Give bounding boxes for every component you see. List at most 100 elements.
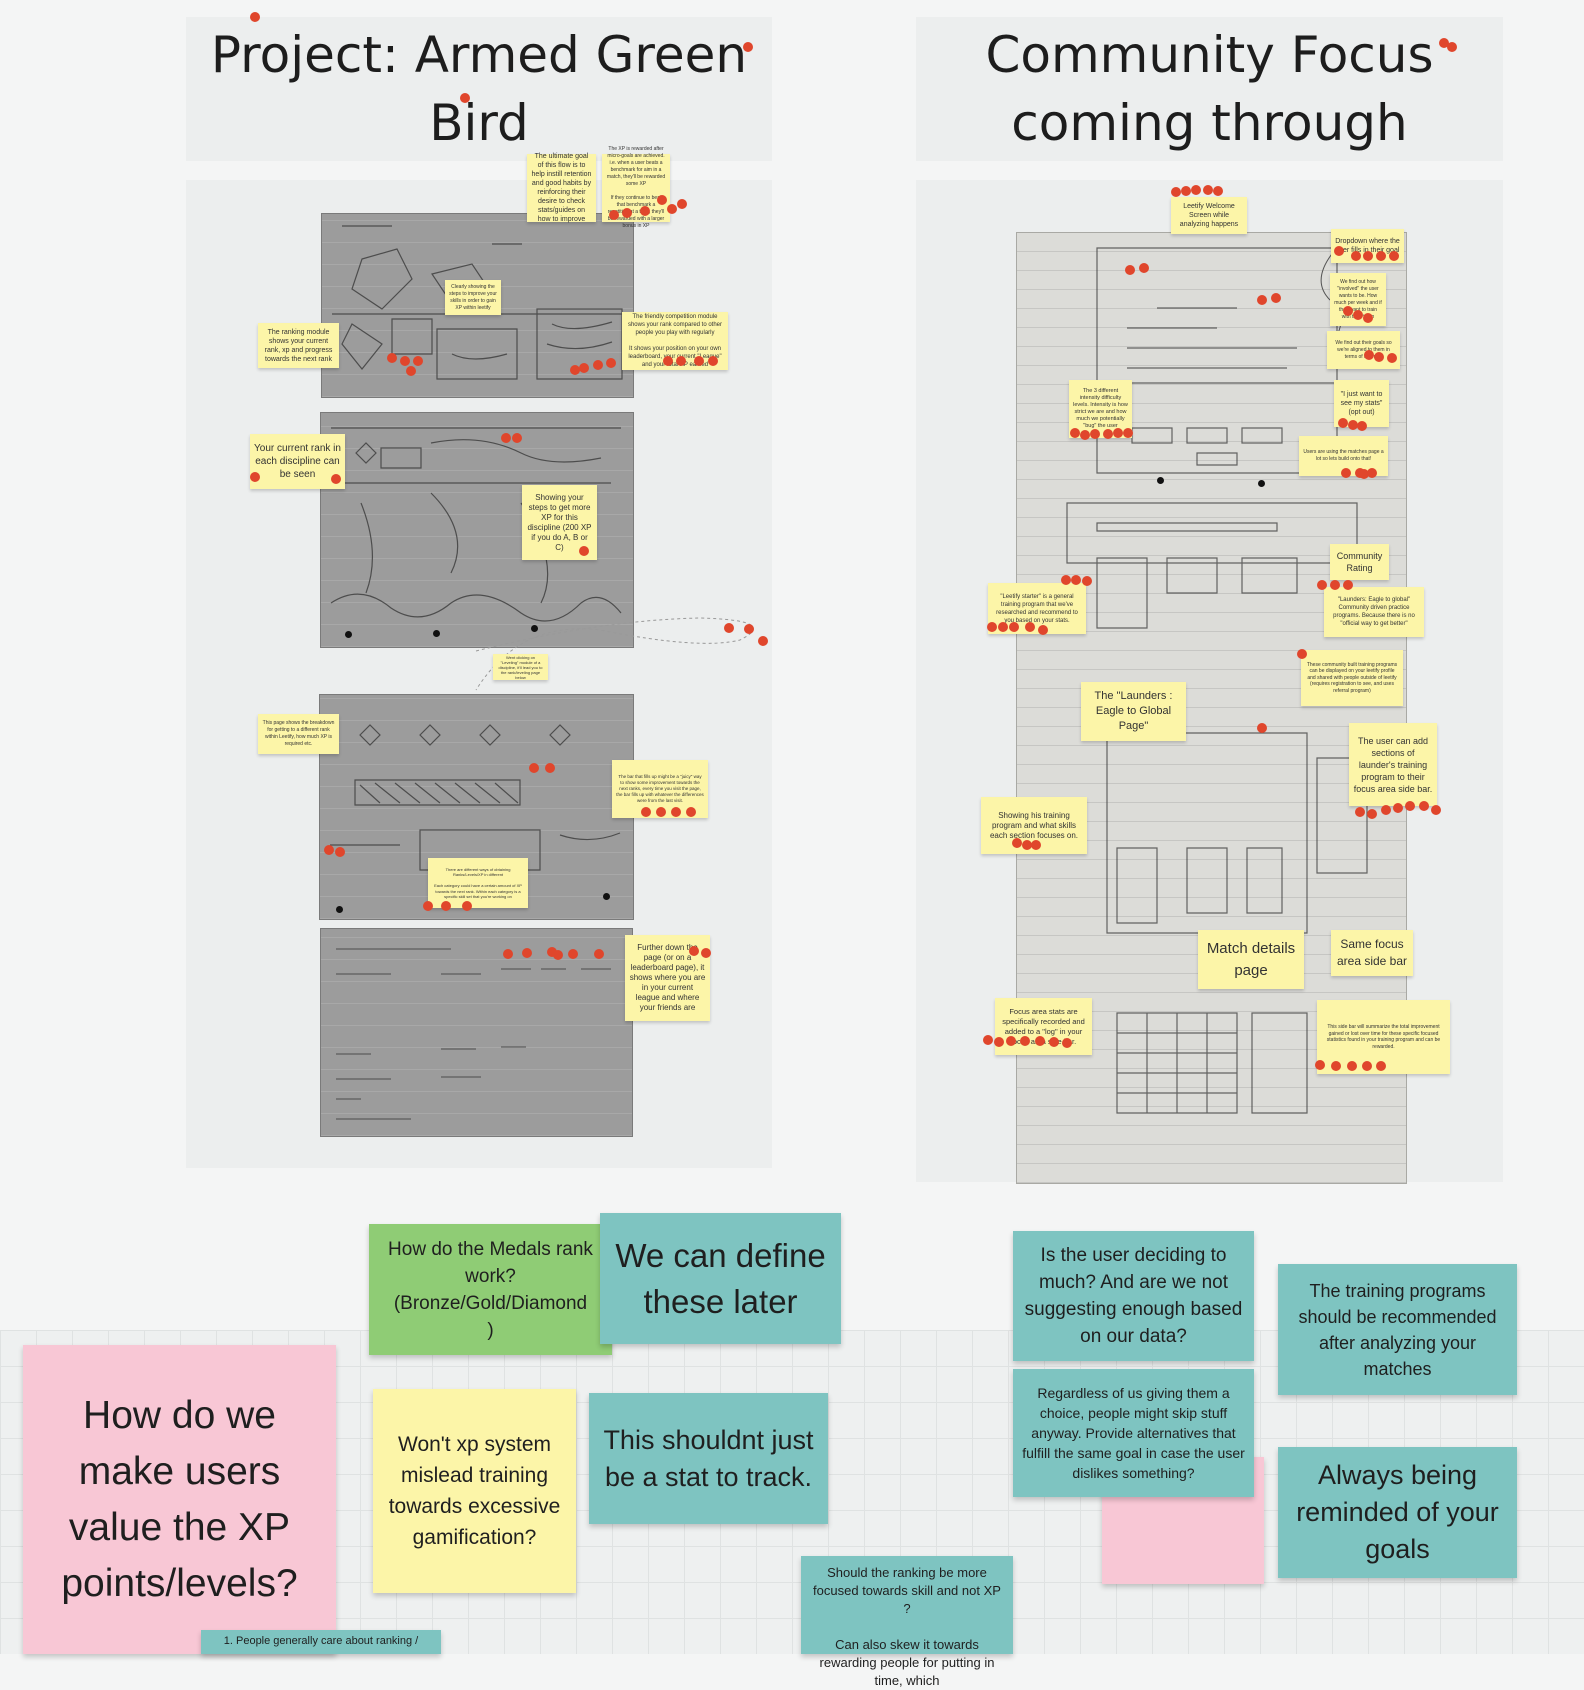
- vote-dot[interactable]: [529, 763, 539, 773]
- vote-dot[interactable]: [501, 433, 511, 443]
- vote-dot[interactable]: [743, 42, 753, 52]
- note-leveling-link[interactable]: Went clicking on "Leveling" module of a …: [493, 654, 548, 680]
- vote-dot[interactable]: [1090, 429, 1100, 439]
- vote-dot[interactable]: [1125, 265, 1135, 275]
- frame-title-right[interactable]: Community Focus coming through: [916, 17, 1503, 161]
- vote-dot[interactable]: [1315, 1060, 1325, 1070]
- vote-dot[interactable]: [656, 807, 666, 817]
- vote-dot[interactable]: [1330, 580, 1340, 590]
- vote-dot[interactable]: [1070, 428, 1080, 438]
- note-ranking-module[interactable]: The ranking module shows your current ra…: [258, 323, 339, 368]
- vote-dot[interactable]: [413, 356, 423, 366]
- vote-dot[interactable]: [1257, 723, 1267, 733]
- vote-dot[interactable]: [677, 199, 687, 209]
- vote-dot[interactable]: [462, 901, 472, 911]
- vote-dot[interactable]: [1439, 38, 1449, 48]
- vote-dot[interactable]: [1062, 1038, 1072, 1048]
- vote-dot[interactable]: [1447, 42, 1457, 52]
- vote-dot[interactable]: [1071, 575, 1081, 585]
- note-welcome-screen[interactable]: Leetify Welcome Screen while analyzing h…: [1171, 197, 1247, 234]
- vote-dot[interactable]: [1387, 353, 1397, 363]
- sticky-ranking-skill[interactable]: Should the ranking be more focused towar…: [801, 1556, 1013, 1688]
- vote-dot[interactable]: [553, 950, 563, 960]
- vote-dot[interactable]: [593, 360, 603, 370]
- vote-dot[interactable]: [1353, 310, 1363, 320]
- vote-dot[interactable]: [547, 947, 557, 957]
- frame-title-left[interactable]: Project: Armed Green Bird: [186, 17, 772, 161]
- vote-dot[interactable]: [568, 949, 578, 959]
- note-community-built[interactable]: These community built training programs …: [1301, 650, 1403, 706]
- vote-dot[interactable]: [1376, 251, 1386, 261]
- vote-dot[interactable]: [1171, 187, 1181, 197]
- note-same-focus[interactable]: Same focus area side bar: [1331, 930, 1413, 976]
- note-xp-reward[interactable]: The XP is rewarded after micro-goals are…: [602, 146, 670, 229]
- note-current-rank[interactable]: Your current rank in each discipline can…: [250, 434, 345, 489]
- vote-dot[interactable]: [1419, 801, 1429, 811]
- sketch-leaderboard[interactable]: [320, 928, 633, 1137]
- vote-dot[interactable]: [1359, 469, 1369, 479]
- vote-dot[interactable]: [1139, 263, 1149, 273]
- vote-dot[interactable]: [686, 807, 696, 817]
- vote-dot[interactable]: [1061, 575, 1071, 585]
- vote-dot[interactable]: [671, 807, 681, 817]
- vote-dot[interactable]: [1022, 840, 1032, 850]
- vote-dot[interactable]: [1362, 1061, 1372, 1071]
- vote-dot[interactable]: [1367, 809, 1377, 819]
- vote-dot[interactable]: [1025, 622, 1035, 632]
- sticky-medals-question[interactable]: How do the Medals rank work? (Bronze/Gol…: [369, 1224, 612, 1355]
- vote-dot[interactable]: [1363, 313, 1373, 323]
- vote-dot[interactable]: [1038, 625, 1048, 635]
- vote-dot[interactable]: [1405, 801, 1415, 811]
- sticky-mislead-training[interactable]: Won't xp system mislead training towards…: [373, 1389, 576, 1593]
- vote-dot[interactable]: [400, 356, 410, 366]
- vote-dot[interactable]: [1191, 185, 1201, 195]
- vote-dot[interactable]: [1031, 840, 1041, 850]
- note-focus-stats[interactable]: Focus area stats are specifically record…: [995, 998, 1092, 1055]
- vote-dot[interactable]: [1367, 468, 1377, 478]
- vote-dot[interactable]: [694, 356, 704, 366]
- vote-dot[interactable]: [406, 366, 416, 376]
- vote-dot[interactable]: [460, 93, 470, 103]
- vote-dot[interactable]: [579, 363, 589, 373]
- vote-dot[interactable]: [708, 356, 718, 366]
- sticky-regardless-choice[interactable]: Regardless of us giving them a choice, p…: [1013, 1369, 1254, 1497]
- vote-dot[interactable]: [1343, 580, 1353, 590]
- vote-dot[interactable]: [503, 949, 513, 959]
- note-community-rating[interactable]: Community Rating: [1330, 544, 1389, 580]
- vote-dot[interactable]: [331, 474, 341, 484]
- vote-dot[interactable]: [1012, 838, 1022, 848]
- vote-dot[interactable]: [1213, 186, 1223, 196]
- note-aligned[interactable]: We find out their goals so we're aligned…: [1327, 331, 1400, 369]
- vote-dot[interactable]: [1203, 185, 1213, 195]
- vote-dot[interactable]: [1103, 429, 1113, 439]
- vote-dot[interactable]: [667, 204, 677, 214]
- sticky-define-later[interactable]: We can define these later: [600, 1213, 841, 1344]
- vote-dot[interactable]: [1257, 295, 1267, 305]
- vote-dot[interactable]: [250, 472, 260, 482]
- vote-dot[interactable]: [423, 901, 433, 911]
- vote-dot[interactable]: [1181, 186, 1191, 196]
- vote-dot[interactable]: [994, 1037, 1004, 1047]
- vote-dot[interactable]: [676, 356, 686, 366]
- sticky-recommended-programs[interactable]: The training programs should be recommen…: [1278, 1264, 1517, 1395]
- vote-dot[interactable]: [335, 847, 345, 857]
- vote-dot[interactable]: [545, 763, 555, 773]
- note-intensity-levels[interactable]: The 3 different intensity difficulty lev…: [1069, 380, 1132, 438]
- vote-dot[interactable]: [1355, 807, 1365, 817]
- note-goal[interactable]: The ultimate goal of this flow is to hel…: [527, 153, 596, 223]
- vote-dot[interactable]: [594, 949, 604, 959]
- vote-dot[interactable]: [1363, 251, 1373, 261]
- vote-dot[interactable]: [1343, 306, 1353, 316]
- vote-dot[interactable]: [1020, 1036, 1030, 1046]
- note-rank-breakdown[interactable]: This page shows the breakdown for gettin…: [258, 714, 339, 754]
- vote-dot[interactable]: [987, 622, 997, 632]
- note-match-details[interactable]: Match details page: [1198, 930, 1304, 989]
- vote-dot[interactable]: [1381, 805, 1391, 815]
- vote-dot[interactable]: [1082, 576, 1092, 586]
- vote-dot[interactable]: [441, 901, 451, 911]
- vote-dot[interactable]: [1357, 421, 1367, 431]
- sticky-value-xp[interactable]: How do we make users value the XP points…: [23, 1345, 336, 1654]
- vote-dot[interactable]: [1271, 293, 1281, 303]
- vote-dot[interactable]: [1080, 430, 1090, 440]
- vote-dot[interactable]: [744, 624, 754, 634]
